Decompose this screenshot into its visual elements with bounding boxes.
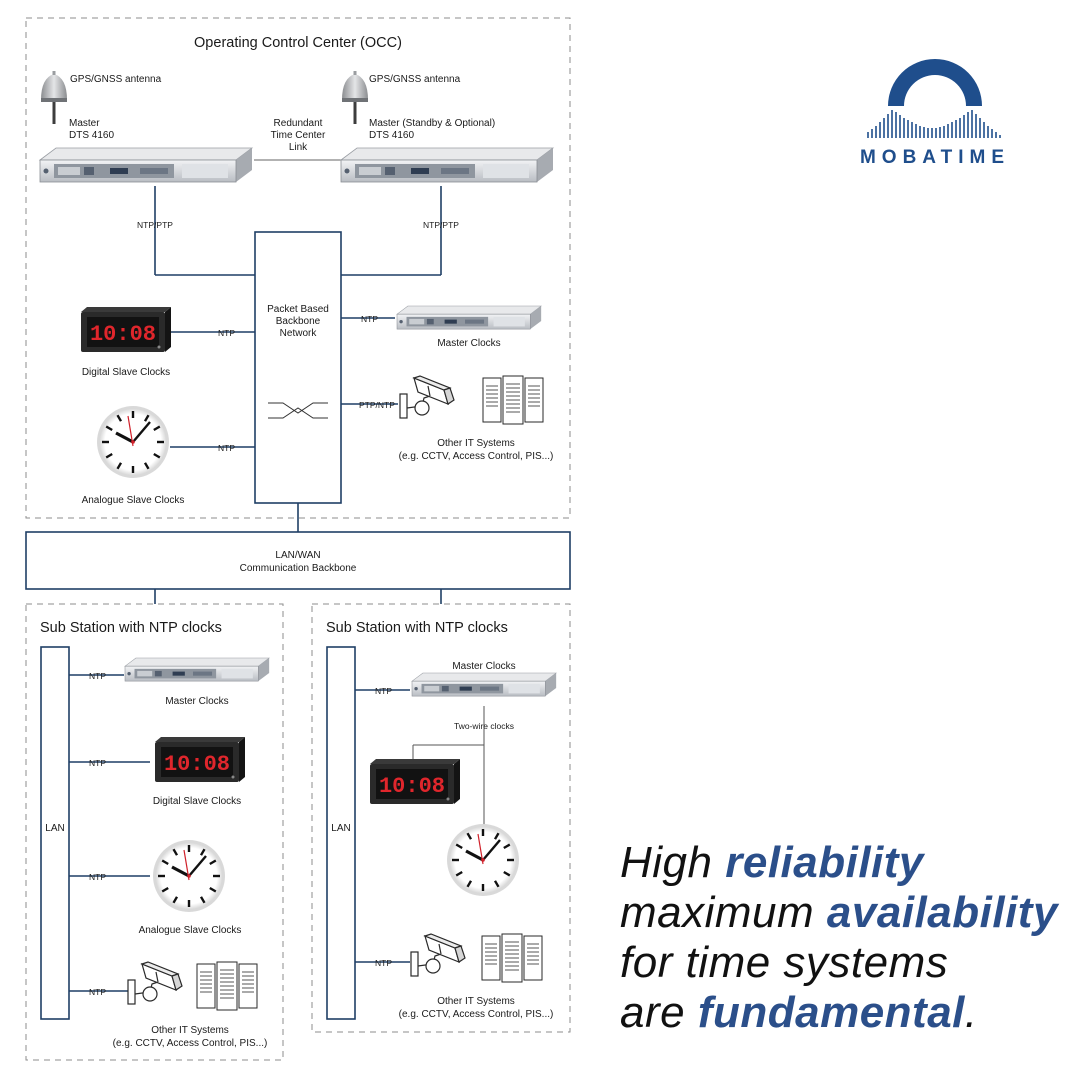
ntp-ptp-right-label: NTP/PTP	[423, 220, 459, 230]
master-right-label-1: Master (Standby & Optional)	[369, 118, 495, 129]
antenna-left-label: GPS/GNSS antenna	[70, 74, 162, 85]
master-left-label-1: Master	[69, 118, 100, 129]
ntp-analogue-label: NTP	[218, 443, 235, 453]
tagline-line-2: maximum availability	[620, 888, 1060, 938]
tagline-text: .	[964, 988, 978, 1037]
tagline-highlight: availability	[826, 888, 1058, 937]
sub-left-digital-time: 10:08	[164, 752, 230, 777]
sub-left-title: Sub Station with NTP clocks	[40, 620, 222, 636]
tagline-text: are	[620, 988, 698, 1037]
occ-digital-clocks-label: Digital Slave Clocks	[82, 367, 170, 378]
sub-right-lan-bar	[326, 646, 356, 1020]
sub-left-digital-clocks-label: Digital Slave Clocks	[153, 796, 241, 807]
lanwan-label-2: Communication Backbone	[240, 563, 357, 574]
tagline-line-4: are fundamental.	[620, 988, 1060, 1038]
sub-right-master-clocks-label: Master Clocks	[452, 661, 515, 672]
occ-master-clocks-label: Master Clocks	[437, 338, 500, 349]
sub-left-ntp-4: NTP	[89, 987, 106, 997]
master-right-rack-icon	[340, 147, 554, 183]
lanwan-backbone-box	[25, 531, 571, 590]
master-right-label-2: DTS 4160	[369, 130, 414, 141]
backbone-label-1: Packet Based	[267, 304, 329, 315]
sub-left-analogue-clocks-label: Analogue Slave Clocks	[139, 925, 242, 936]
occ-other-it-label-2: (e.g. CCTV, Access Control, PIS...)	[399, 451, 554, 462]
tagline-highlight: fundamental	[697, 988, 965, 1037]
occ-other-it-label-1: Other IT Systems	[437, 438, 515, 449]
occ-camera-icon	[399, 375, 455, 419]
master-left-label-2: DTS 4160	[69, 130, 114, 141]
tagline-highlight: reliability	[725, 838, 924, 887]
connections	[69, 186, 442, 992]
antenna-left-icon	[41, 71, 67, 124]
sub-left-other-it-label-2: (e.g. CCTV, Access Control, PIS...)	[113, 1038, 268, 1049]
tagline-line-3: for time systems	[620, 938, 1060, 988]
occ-servers-icon	[482, 375, 544, 425]
tagline-text: for time systems	[620, 938, 949, 987]
link-label-1: Redundant	[274, 118, 323, 129]
master-left-rack-icon	[39, 147, 253, 183]
sub-right-lan-label: LAN	[331, 823, 350, 834]
sub-right-ntp-1: NTP	[375, 686, 392, 696]
link-label-3: Link	[289, 142, 308, 153]
occ-digital-time: 10:08	[90, 322, 156, 347]
ntp-ptp-left-label: NTP/PTP	[137, 220, 173, 230]
sub-left-analogue-clock-icon	[151, 838, 227, 914]
sub-left-ntp-2: NTP	[89, 758, 106, 768]
tagline-text: High	[620, 838, 726, 887]
backbone-label-3: Network	[280, 328, 318, 339]
tagline-text: maximum	[620, 888, 827, 937]
tagline: High reliability maximum availability fo…	[620, 838, 1060, 1038]
ntp-master-label: NTP	[361, 314, 378, 324]
sub-right-analogue-clock-icon	[445, 822, 521, 898]
sub-left-master-clocks-label: Master Clocks	[165, 696, 228, 707]
sub-right-digital-time: 10:08	[379, 774, 445, 799]
backbone-label-2: Backbone	[276, 316, 321, 327]
backbone-network-box	[254, 231, 342, 504]
sub-left-boundary	[25, 603, 284, 1061]
occ-master-clock-rack-icon	[396, 305, 542, 330]
link-label-2: Time Center	[271, 130, 326, 141]
sub-right-other-it-label-2: (e.g. CCTV, Access Control, PIS...)	[399, 1009, 554, 1020]
occ-title: Operating Control Center (OCC)	[194, 35, 402, 51]
sub-right-camera-icon	[410, 933, 466, 977]
sub-left-servers-icon	[196, 961, 258, 1011]
sub-left-lan-label: LAN	[45, 823, 64, 834]
sub-right-title: Sub Station with NTP clocks	[326, 620, 508, 636]
ntp-digital-label: NTP	[218, 328, 235, 338]
lanwan-label-1: LAN/WAN	[275, 550, 320, 561]
tagline-line-1: High reliability	[620, 838, 1060, 888]
logo-bars	[867, 110, 1001, 138]
mobatime-logo: MOBATIME	[860, 59, 1010, 168]
sub-left-ntp-3: NTP	[89, 872, 106, 882]
switch-icon	[268, 402, 328, 419]
sub-left-lan-bar	[40, 646, 70, 1020]
sub-left-master-rack-icon	[124, 657, 270, 682]
sub-left-other-it-label-1: Other IT Systems	[151, 1025, 229, 1036]
ptp-ntp-label: PTP/NTP	[359, 400, 395, 410]
sub-right-servers-icon	[481, 933, 543, 983]
sub-right-boundary	[311, 603, 571, 1033]
occ-boundary	[25, 17, 571, 519]
antenna-right-icon	[342, 71, 368, 124]
occ-analogue-clocks-label: Analogue Slave Clocks	[82, 495, 185, 506]
two-wire-label: Two-wire clocks	[454, 721, 514, 731]
sub-left-camera-icon	[127, 961, 183, 1005]
sub-right-master-rack-icon	[411, 672, 557, 697]
occ-analogue-clock-icon	[95, 404, 171, 480]
sub-right-other-it-label-1: Other IT Systems	[437, 996, 515, 1007]
antenna-right-label: GPS/GNSS antenna	[369, 74, 461, 85]
sub-left-ntp-1: NTP	[89, 671, 106, 681]
sub-right-ntp-2: NTP	[375, 958, 392, 968]
logo-wordmark: MOBATIME	[860, 147, 1010, 168]
